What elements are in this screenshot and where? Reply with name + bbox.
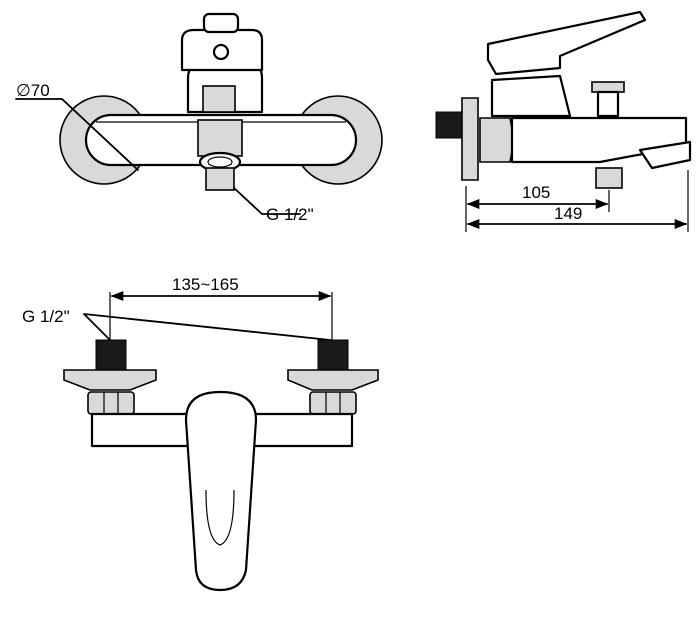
dim-label-105: 105 — [522, 183, 550, 202]
front-view: ∅70 G 1/2" — [15, 12, 383, 224]
front-thread-label: G 1/2" — [266, 205, 314, 224]
side-view: 105 149 — [435, 10, 692, 232]
diameter-leader — [15, 98, 139, 171]
right-inlet-thread — [317, 339, 349, 371]
dim-label-149: 149 — [554, 204, 582, 223]
thread-leader-front — [233, 187, 301, 215]
right-flange — [287, 369, 379, 391]
side-escutcheon — [461, 97, 479, 181]
side-spout — [638, 140, 692, 170]
thread-leader-bottom — [83, 313, 331, 341]
left-inlet-thread — [95, 339, 127, 371]
bottom-lever — [184, 390, 258, 592]
left-flange — [63, 369, 157, 391]
centers-label: 135~165 — [172, 275, 239, 294]
side-lever — [486, 10, 647, 76]
lever-screw — [212, 43, 230, 61]
bottom-view: 135~165 G 1/2" — [22, 275, 379, 592]
bottom-thread-label: G 1/2" — [22, 307, 70, 326]
side-inlet-thread — [435, 111, 463, 139]
diameter-label: ∅70 — [16, 81, 50, 100]
